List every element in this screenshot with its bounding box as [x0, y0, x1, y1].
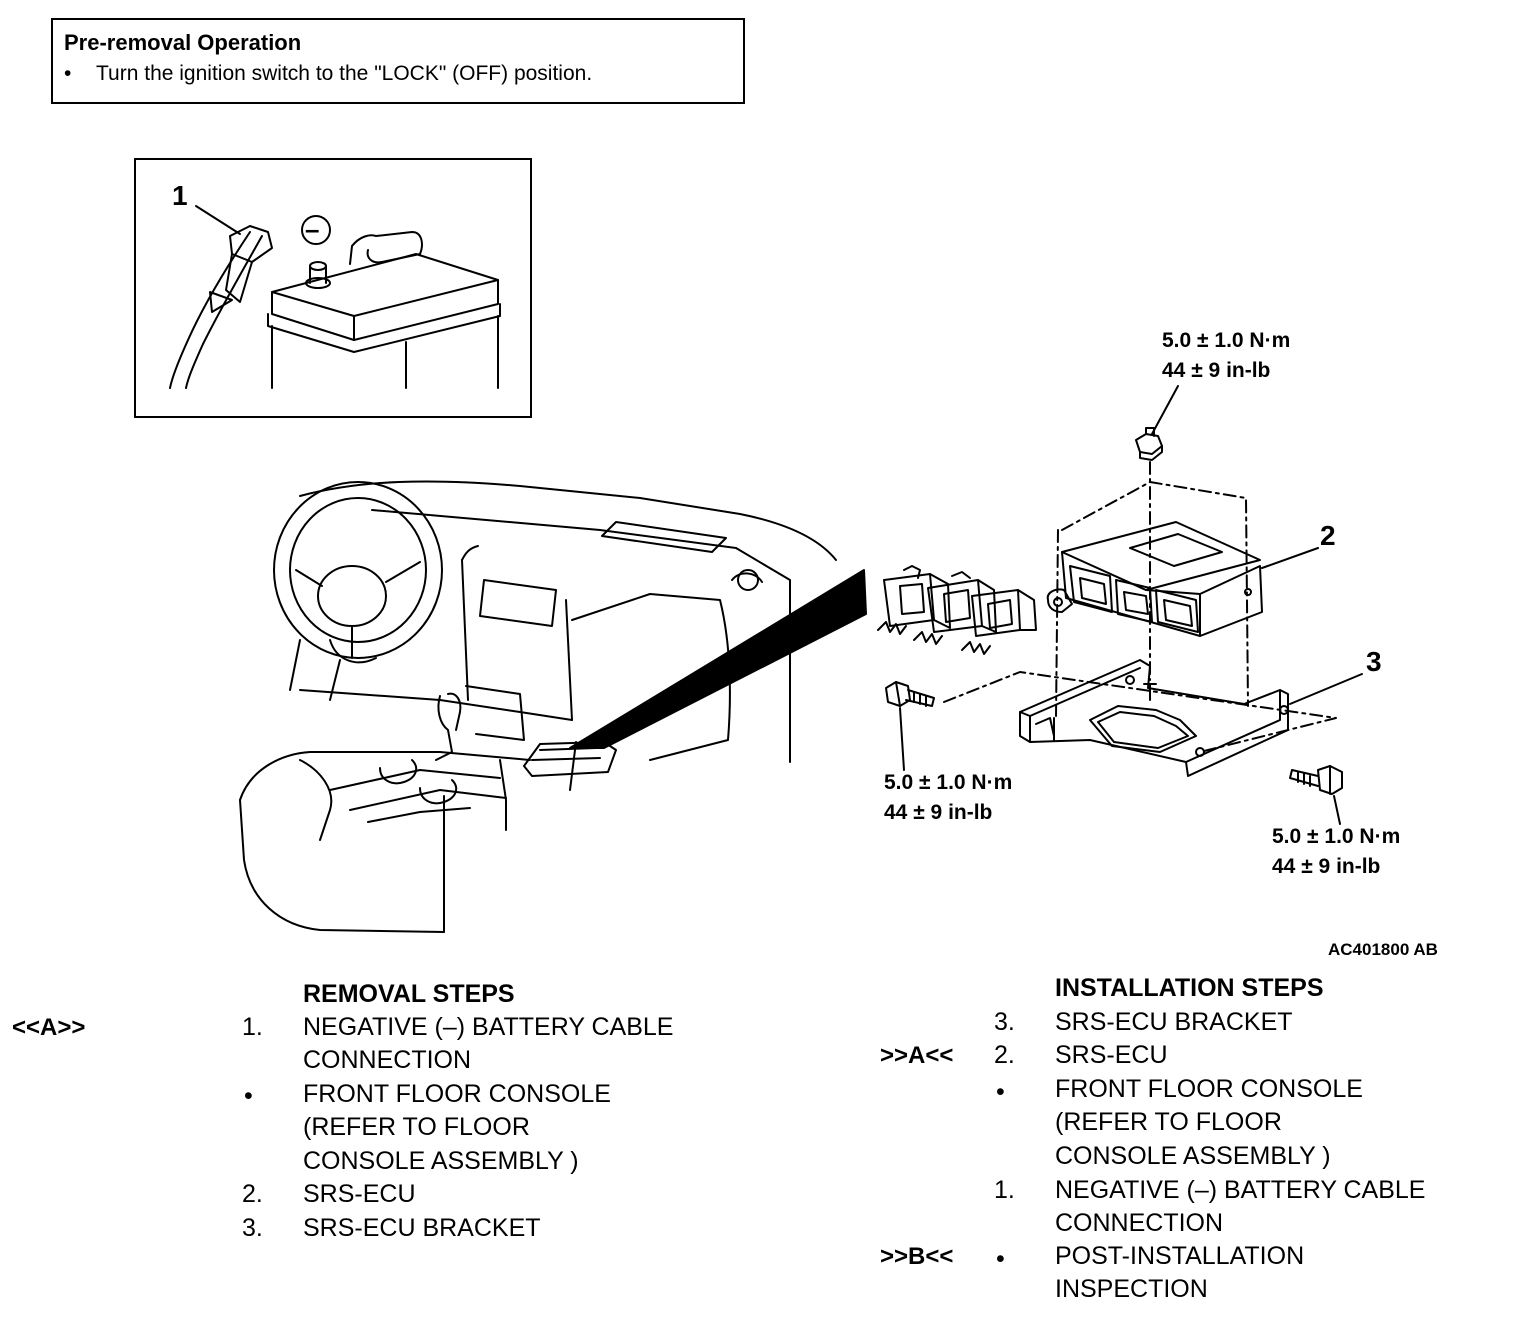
torque-spec-left: 5.0 ± 1.0 N·m 44 ± 9 in-lb [884, 768, 1012, 828]
install-step-1-num: 3. [994, 1008, 1015, 1036]
removal-step-bullet: • [244, 1082, 253, 1110]
install-step-4-num: 1. [994, 1176, 1015, 1204]
torque-left-nm: 5.0 ± 1.0 N·m [884, 771, 1013, 794]
install-step-3-line-1: FRONT FLOOR CONSOLE [1055, 1075, 1363, 1103]
install-step-2-line-1: SRS-ECU [1055, 1041, 1168, 1069]
install-step-5-line-1: POST-INSTALLATION [1055, 1242, 1305, 1270]
negative-terminal-symbol: – [305, 214, 320, 244]
removal-step-2-line-3: CONSOLE ASSEMBLY ) [303, 1147, 579, 1175]
install-step-4-line-1: NEGATIVE (–) BATTERY CABLE [1055, 1176, 1426, 1204]
pre-removal-instruction: Turn the ignition switch to the "LOCK" (… [96, 62, 593, 85]
install-step-3-line-3: CONSOLE ASSEMBLY ) [1055, 1142, 1331, 1170]
install-step-3-line-2: (REFER TO FLOOR [1055, 1108, 1282, 1136]
removal-step-2-line-1: FRONT FLOOR CONSOLE [303, 1080, 611, 1108]
removal-step-1-line-2: CONNECTION [303, 1046, 472, 1074]
torque-spec-right: 5.0 ± 1.0 N·m 44 ± 9 in-lb [1272, 822, 1400, 882]
callout-2-srs-ecu: 2 [1320, 520, 1336, 551]
leader-lines [899, 385, 1363, 825]
torque-spec-top: 5.0 ± 1.0 N·m 44 ± 9 in-lb [1162, 326, 1290, 386]
install-marker-b: >>B<< [880, 1243, 954, 1270]
removal-step-1-num: 1. [242, 1013, 263, 1041]
torque-top-nm: 5.0 ± 1.0 N·m [1162, 329, 1291, 352]
removal-steps-header: REMOVAL STEPS [303, 980, 515, 1008]
battery-drawing [169, 205, 501, 389]
removal-step-2-line-2: (REFER TO FLOOR [303, 1113, 530, 1141]
pre-removal-box [51, 18, 745, 104]
srs-ecu-drawing [1046, 427, 1263, 637]
pre-removal-title: Pre-removal Operation [64, 30, 302, 55]
figure-code: AC401800 AB [1328, 940, 1438, 959]
dashboard-drawing [239, 480, 837, 933]
install-step-1-line-1: SRS-ECU BRACKET [1055, 1008, 1293, 1036]
install-step-2-num: 2. [994, 1041, 1015, 1069]
srs-ecu-bracket-drawing [1019, 659, 1289, 777]
torque-right-nm: 5.0 ± 1.0 N·m [1272, 825, 1401, 848]
pre-removal-bullet: • [64, 62, 72, 85]
torque-right-inlb: 44 ± 9 in-lb [1272, 855, 1381, 878]
torque-top-inlb: 44 ± 9 in-lb [1162, 359, 1271, 382]
removal-step-1-line-1: NEGATIVE (–) BATTERY CABLE [303, 1013, 674, 1041]
removal-step-4-num: 3. [242, 1214, 263, 1242]
zoom-wedge [569, 569, 867, 749]
removal-step-3-line-1: SRS-ECU [303, 1180, 416, 1208]
torque-left-inlb: 44 ± 9 in-lb [884, 801, 993, 824]
install-step-bullet-2: • [996, 1245, 1005, 1273]
battery-inset-frame [134, 158, 532, 418]
removal-step-3-num: 2. [242, 1180, 263, 1208]
callout-1-battery-cable: 1 [172, 180, 188, 211]
install-marker-a: >>A<< [880, 1042, 954, 1069]
install-step-5-line-2: INSPECTION [1055, 1275, 1208, 1303]
callout-3-srs-ecu-bracket: 3 [1366, 646, 1382, 677]
install-step-bullet-1: • [996, 1078, 1005, 1106]
bolts-drawing [885, 681, 1343, 795]
install-step-4-line-2: CONNECTION [1055, 1209, 1224, 1237]
removal-step-4-line-1: SRS-ECU BRACKET [303, 1214, 541, 1242]
removal-marker-a: <<A>> [12, 1014, 86, 1041]
connectors-drawing [877, 565, 1037, 655]
alignment-lines [943, 461, 1337, 753]
installation-steps-header: INSTALLATION STEPS [1055, 974, 1324, 1002]
